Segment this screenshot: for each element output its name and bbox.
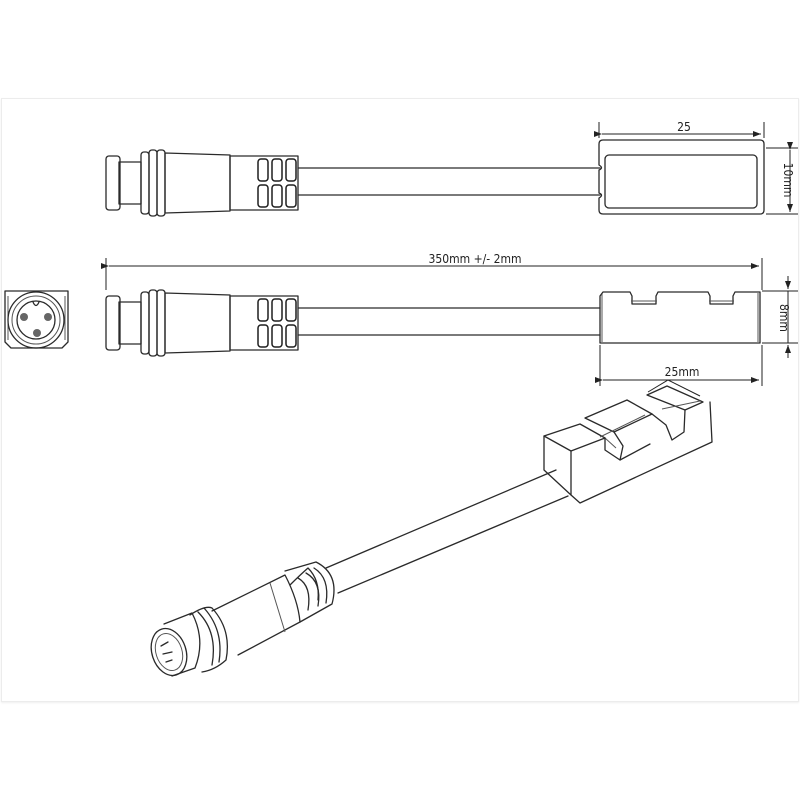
grip-ribs-top bbox=[257, 158, 297, 208]
drawing-frame bbox=[1, 98, 799, 702]
connector-end-view bbox=[4, 290, 69, 349]
side-view: 8mm 25mm bbox=[105, 276, 798, 397]
pin-1 bbox=[20, 313, 28, 321]
dim-top-height: 10mm bbox=[781, 163, 795, 198]
overall-length-dimension: 350mm +/- 2mm bbox=[101, 252, 763, 290]
dim-overall-length: 350mm +/- 2mm bbox=[429, 252, 522, 266]
grip-ribs-side bbox=[257, 298, 297, 348]
pin-3 bbox=[33, 329, 41, 337]
dim-side-height: 8mm bbox=[777, 304, 791, 332]
pin-2 bbox=[44, 313, 52, 321]
dim-side-width: 25mm bbox=[665, 365, 700, 379]
isometric-view bbox=[150, 385, 713, 677]
dim-top-width: 25 bbox=[677, 120, 691, 134]
top-view: 25 10mm bbox=[105, 120, 798, 217]
